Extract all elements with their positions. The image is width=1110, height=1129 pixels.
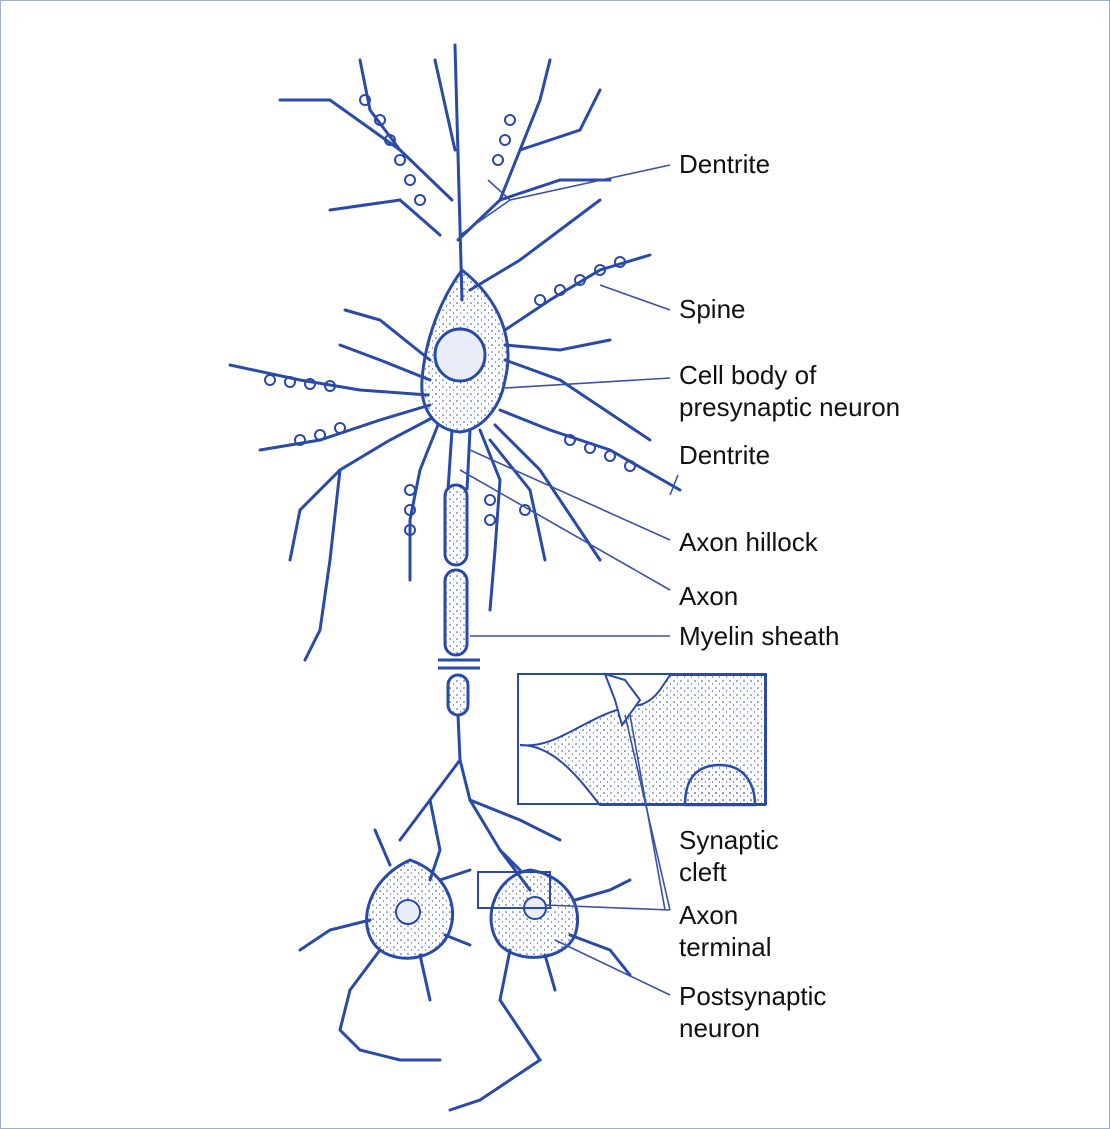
label-spine: Spine bbox=[679, 293, 746, 325]
myelin-segment-2 bbox=[445, 570, 467, 655]
nucleus bbox=[435, 329, 485, 381]
label-axon: Axon bbox=[679, 580, 738, 612]
label-cell-body-line2: presynaptic neuron bbox=[679, 391, 900, 423]
label-axon-terminal-line2: terminal bbox=[679, 931, 771, 963]
label-dendrite-top: Dentrite bbox=[679, 148, 770, 180]
label-axon-hillock: Axon hillock bbox=[679, 526, 818, 558]
label-postsynaptic-line2: neuron bbox=[679, 1012, 760, 1044]
label-synaptic-cleft-line1: Synaptic bbox=[679, 824, 779, 856]
myelin-segment-1 bbox=[445, 485, 467, 565]
label-dendrite-mid: Dentrite bbox=[679, 439, 770, 471]
label-synaptic-cleft-line2: cleft bbox=[679, 856, 727, 888]
apical-dendrite bbox=[280, 45, 610, 300]
label-postsynaptic-line1: Postsynaptic bbox=[679, 980, 826, 1012]
label-cell-body-line1: Cell body of bbox=[679, 359, 816, 391]
label-myelin-sheath: Myelin sheath bbox=[679, 620, 839, 652]
myelin-segment-3 bbox=[448, 675, 468, 715]
label-axon-terminal-line1: Axon bbox=[679, 899, 738, 931]
axon bbox=[438, 430, 480, 760]
postsynaptic-dendrites bbox=[300, 830, 630, 1110]
